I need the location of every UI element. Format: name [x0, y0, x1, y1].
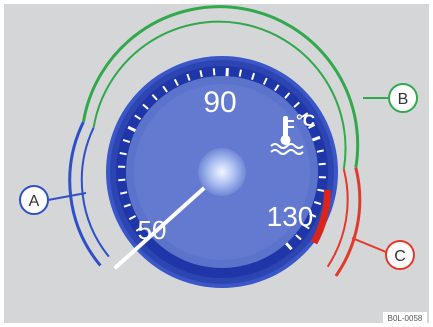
scale-tick — [119, 152, 127, 156]
scale-label-90: 90 — [203, 86, 236, 119]
scale-tick — [151, 94, 158, 101]
scale-tick — [262, 77, 268, 85]
scale-tick — [316, 149, 324, 153]
scale-tick — [317, 188, 325, 192]
scale-tick — [134, 114, 142, 121]
scale-tick — [284, 92, 291, 99]
scale-tick — [238, 69, 242, 77]
zone-b-bracket — [81, 5, 360, 168]
scale-tick — [307, 123, 316, 129]
scale-tick — [186, 73, 191, 81]
scale-tick — [173, 78, 179, 87]
scale-tick — [293, 101, 300, 108]
callout-a-label: A — [29, 193, 40, 210]
scale-tick — [251, 72, 256, 81]
scale-tick — [212, 68, 216, 76]
scale-tick — [199, 70, 203, 78]
scale-tick — [128, 215, 137, 221]
unit-label: °C — [296, 111, 315, 130]
scale-tick — [162, 85, 168, 93]
scale-label-50: 50 — [138, 215, 167, 245]
scale-tick — [301, 112, 309, 118]
scale-tick — [302, 223, 310, 230]
scale-tick — [309, 212, 317, 218]
scale-tick — [295, 234, 302, 241]
scale-tick — [142, 103, 149, 110]
scale-label-130: 130 — [267, 201, 314, 232]
zone-b-bracket-inner — [92, 20, 347, 170]
callout-a-leader — [47, 192, 87, 201]
scale-ticks — [118, 68, 326, 251]
callout-c-leader — [351, 237, 387, 253]
figure-code-box — [383, 312, 427, 323]
callout-c-circle — [385, 240, 415, 270]
scale-tick — [123, 203, 131, 208]
scale-tick — [313, 201, 322, 206]
zone-c-bracket-inner — [326, 169, 349, 268]
scale-tick — [273, 84, 280, 92]
callout-b-label: B — [398, 91, 409, 108]
scale-tick — [122, 138, 131, 143]
figure-code: B0L-0058 — [388, 314, 423, 323]
scale-tick — [318, 162, 326, 166]
scale-tick — [135, 226, 143, 232]
scale-tick — [120, 191, 128, 195]
red-zone — [310, 189, 331, 245]
zone-c-bracket — [334, 167, 362, 277]
coolant-temperature-icon — [270, 116, 304, 155]
scale-tick — [118, 178, 126, 182]
callout-c-label: C — [394, 248, 406, 265]
needle-hub — [198, 148, 246, 196]
